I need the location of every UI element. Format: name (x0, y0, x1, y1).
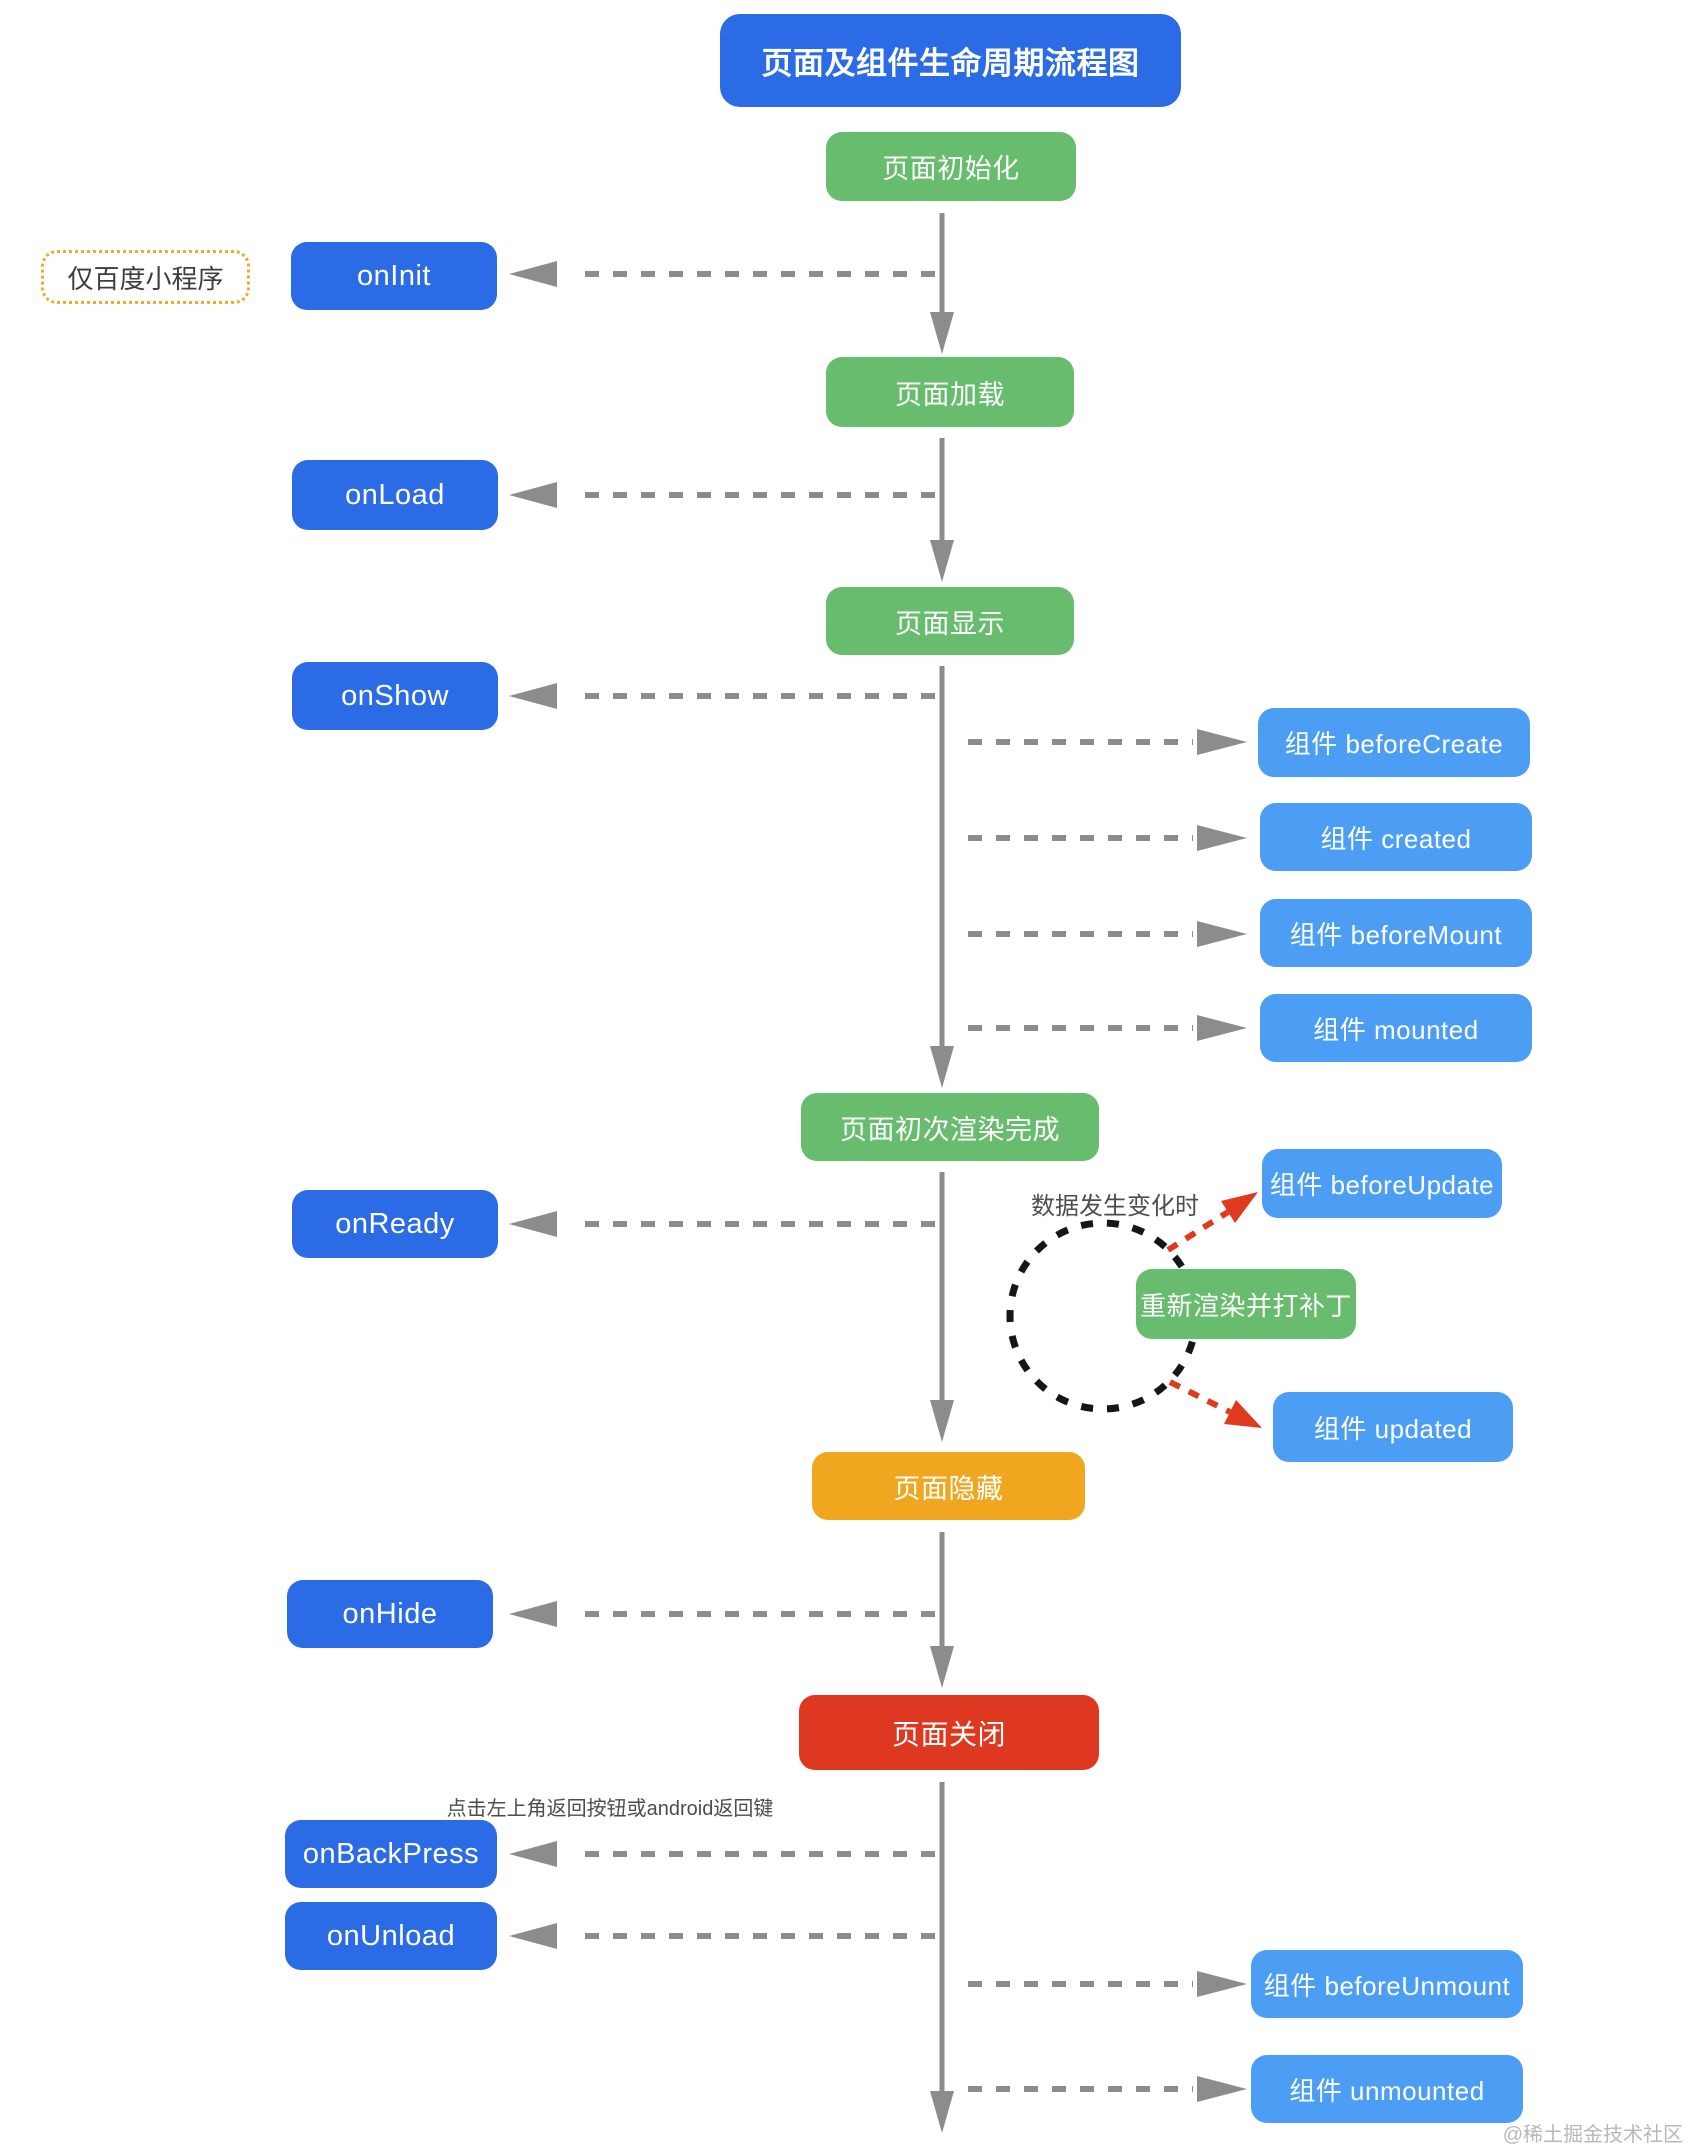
node-oninit: onInit (291, 242, 497, 310)
node-page-show: 页面显示 (826, 587, 1074, 655)
node-comp-beforecreate: 组件 beforeCreate (1258, 708, 1530, 777)
dash-arrow-to-onunload (509, 1923, 935, 1949)
node-comp-updated: 组件 updated (1273, 1392, 1513, 1462)
node-comp-beforeunmount: 组件 beforeUnmount (1251, 1950, 1523, 2018)
arrow-first-render-to-page-hide (930, 1172, 954, 1442)
dash-arrow-to-onload (509, 482, 935, 508)
dash-arrow-to-comp-unmounted (968, 2076, 1247, 2102)
node-comp-mounted: 组件 mounted (1260, 994, 1532, 1062)
node-page-close: 页面关闭 (799, 1695, 1099, 1770)
arrow-page-show-to-first-render (930, 666, 954, 1088)
node-rerender-patch: 重新渲染并打补丁 (1136, 1269, 1356, 1339)
dash-arrow-to-comp-beforecreate (968, 729, 1247, 755)
arrow-page-close-to-end (930, 1782, 954, 2133)
dash-arrow-to-onbackpress (509, 1841, 935, 1867)
arrow-page-hide-to-page-close (930, 1532, 954, 1688)
node-onload: onLoad (292, 460, 498, 530)
arrow-page-init-to-page-load (930, 213, 954, 354)
dash-arrow-to-onready (509, 1211, 935, 1237)
watermark: @稀土掘金技术社区 (1502, 2124, 1683, 2146)
node-page-first-render: 页面初次渲染完成 (801, 1093, 1099, 1161)
node-onunload: onUnload (285, 1902, 497, 1970)
note-data-change: 数据发生变化时 (1031, 1193, 1199, 1220)
node-comp-beforemount: 组件 beforeMount (1260, 899, 1532, 967)
node-comp-created: 组件 created (1260, 803, 1532, 871)
dash-arrow-to-comp-mounted (968, 1015, 1247, 1041)
node-onready: onReady (292, 1190, 498, 1258)
page-title: 页面及组件生命周期流程图 (720, 14, 1181, 107)
node-comp-beforeupdate: 组件 beforeUpdate (1262, 1149, 1502, 1218)
dash-arrow-to-comp-beforemount (968, 921, 1247, 947)
node-onhide: onHide (287, 1580, 493, 1648)
node-page-load: 页面加载 (826, 357, 1074, 427)
arrow-page-load-to-page-show (930, 438, 954, 582)
red-arrow-to-comp-updated (1168, 1379, 1262, 1428)
dash-arrow-to-onhide (509, 1601, 935, 1627)
node-comp-unmounted: 组件 unmounted (1251, 2055, 1523, 2123)
badge-baidu-only: 仅百度小程序 (41, 250, 250, 304)
red-arrow-to-comp-beforeupdate (1166, 1192, 1258, 1253)
dash-arrow-to-onshow (509, 683, 935, 709)
node-onshow: onShow (292, 662, 498, 730)
dash-arrow-to-comp-created (968, 825, 1247, 851)
dash-arrow-to-comp-beforeunmount (968, 1971, 1247, 1997)
node-page-hide: 页面隐藏 (812, 1452, 1085, 1520)
note-back-press: 点击左上角返回按钮或android返回键 (446, 1798, 774, 1820)
node-page-init: 页面初始化 (826, 132, 1076, 201)
node-onbackpress: onBackPress (285, 1820, 497, 1888)
dash-arrow-to-oninit (509, 261, 935, 287)
